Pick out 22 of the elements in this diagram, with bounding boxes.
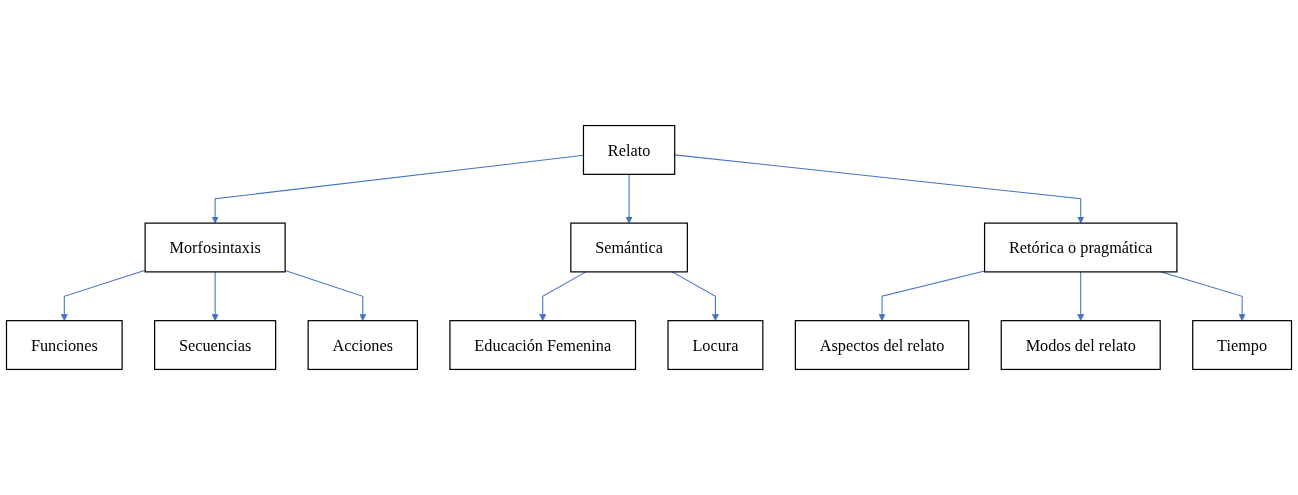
arrow: [671, 271, 719, 321]
node-box: Funciones: [5, 320, 123, 371]
node-box: Educación Femenina: [449, 320, 637, 371]
arrow: [60, 269, 146, 321]
node-box: Secuencias: [154, 320, 277, 371]
node-box: Tiempo: [1192, 320, 1293, 371]
node-box: Modos del relato: [1000, 320, 1161, 371]
arrow: [539, 271, 587, 321]
node-box: Relato: [582, 124, 676, 175]
node-box: Morfosintaxis: [144, 222, 286, 273]
node-box: Semántica: [570, 222, 688, 273]
node-box: Locura: [667, 320, 764, 371]
arrow: [878, 270, 986, 321]
node-box: Aspectos del relato: [794, 320, 970, 371]
arrow: [1077, 271, 1085, 321]
arrow: [211, 154, 584, 224]
node-box: Acciones: [307, 320, 419, 371]
arrow: [211, 271, 219, 321]
arrow: [284, 270, 367, 321]
arrow: [625, 173, 633, 224]
node-box: Retórica o pragmática: [983, 222, 1178, 273]
arrow: [674, 154, 1085, 224]
